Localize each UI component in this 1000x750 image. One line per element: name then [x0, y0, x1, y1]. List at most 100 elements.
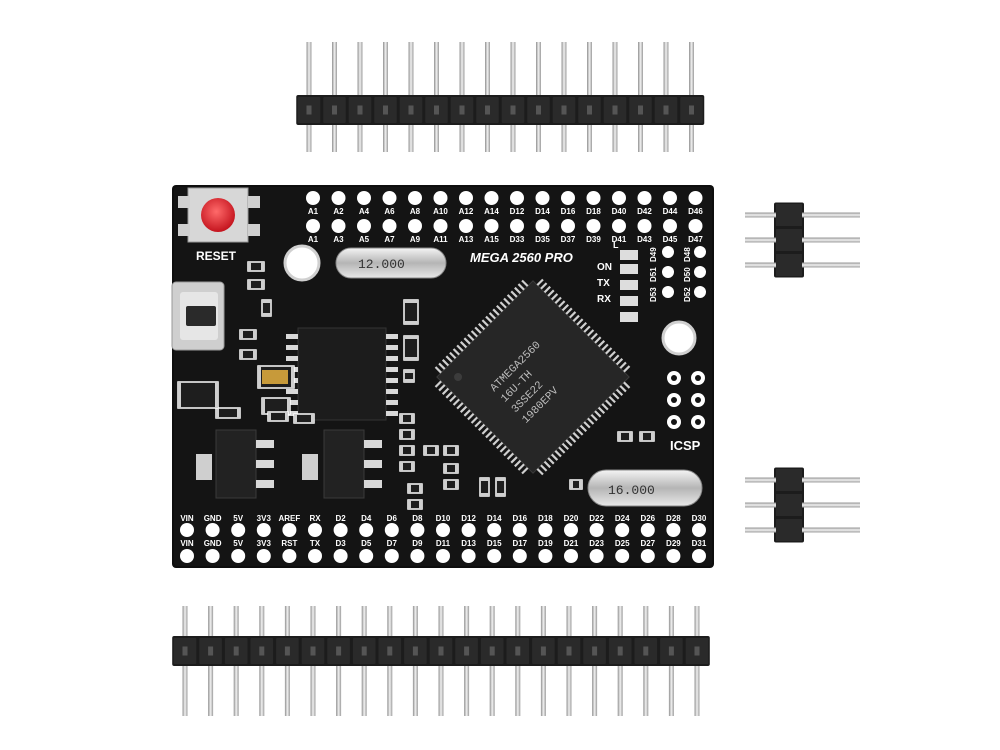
- bottom-pin-label: D3: [335, 539, 346, 548]
- bottom-pin-label: D24: [615, 514, 630, 523]
- top-pin-label: A11: [433, 235, 448, 244]
- top-pin-label: A4: [359, 207, 370, 216]
- bottom-pin-header: [172, 606, 710, 716]
- svg-text:D53: D53: [649, 287, 658, 302]
- bottom-pin-label: D26: [640, 514, 655, 523]
- bottom-pin-label: D17: [512, 539, 527, 548]
- top-pin-label: A6: [384, 207, 395, 216]
- bottom-pin-label: D22: [589, 514, 604, 523]
- top-pin-label: D18: [586, 207, 601, 216]
- top-pin-label: D46: [688, 207, 703, 216]
- top-pin-label: A10: [433, 207, 448, 216]
- top-pin-label: D40: [612, 207, 627, 216]
- led-label-l: L: [613, 240, 619, 250]
- bottom-pin-label: D12: [461, 514, 476, 523]
- svg-text:D50: D50: [683, 267, 692, 282]
- top-pin-label: A2: [333, 207, 344, 216]
- bottom-pin-label: RX: [309, 514, 321, 523]
- reset-label: RESET: [196, 249, 237, 263]
- top-pin-label: A15: [484, 235, 499, 244]
- smd-components: [177, 261, 655, 510]
- led-label-tx: TX: [597, 278, 610, 289]
- bottom-pin-label: D15: [487, 539, 502, 548]
- top-pin-label: D16: [561, 207, 576, 216]
- bottom-pin-label: D4: [361, 514, 372, 523]
- reset-button: [178, 187, 260, 243]
- bottom-pin-label: D28: [666, 514, 681, 523]
- top-pin-header: [296, 42, 705, 152]
- mounting-hole: [661, 320, 697, 356]
- bottom-pin-label: D11: [436, 539, 451, 548]
- top-pin-label: D44: [663, 207, 678, 216]
- top-pin-label: A14: [484, 207, 499, 216]
- bottom-pin-label: D29: [666, 539, 681, 548]
- smd-part: [403, 299, 419, 325]
- top-pin-label: D14: [535, 207, 550, 216]
- bottom-pin-label: D30: [692, 514, 707, 523]
- top-pin-label: D37: [561, 235, 576, 244]
- bottom-holes: [180, 523, 706, 563]
- top-pin-label: D43: [637, 235, 652, 244]
- bottom-pin-label: GND: [204, 514, 222, 523]
- top-pin-label: A5: [359, 235, 370, 244]
- icsp-header-pads: [667, 371, 705, 429]
- small-pin-header-lower: [745, 467, 860, 543]
- icsp-label: ICSP: [670, 438, 701, 453]
- bottom-pin-label: D5: [361, 539, 372, 548]
- top-pin-label: A9: [410, 235, 421, 244]
- top-pin-label: A13: [459, 235, 474, 244]
- bottom-pin-label: 5V: [233, 514, 243, 523]
- crystal-12mhz-label: 12.000: [358, 257, 405, 272]
- bottom-pin-label: D10: [436, 514, 451, 523]
- bottom-pin-label: D21: [564, 539, 579, 548]
- bottom-pin-label: D2: [335, 514, 346, 523]
- top-pin-labels: A1A1A2A3A4A5A6A7A8A9A10A11A12A13A14A15D1…: [308, 207, 704, 244]
- bottom-pin-label: D18: [538, 514, 553, 523]
- smd-part: [177, 381, 219, 409]
- top-pin-label: D41: [612, 235, 627, 244]
- top-pin-label: A3: [333, 235, 344, 244]
- bottom-pin-label: D27: [640, 539, 655, 548]
- led-label-on: ON: [597, 262, 612, 273]
- pcb-board: A1A1A2A3A4A5A6A7A8A9A10A11A12A13A14A15D1…: [171, 185, 714, 568]
- bottom-pin-label: 5V: [233, 539, 243, 548]
- top-pin-label: D33: [510, 235, 525, 244]
- bottom-pin-label: VIN: [180, 539, 194, 548]
- top-holes: [306, 191, 703, 233]
- bottom-pin-label: D7: [387, 539, 398, 548]
- micro-usb-port: [171, 281, 225, 351]
- crystal-16mhz: 16.000: [587, 469, 703, 507]
- top-pin-label: D47: [688, 235, 703, 244]
- led-label-rx: RX: [597, 294, 611, 305]
- usb-serial-chip: [286, 327, 398, 421]
- crystal-12mhz: 12.000: [335, 247, 447, 279]
- top-pin-label: D35: [535, 235, 550, 244]
- atmega2560-chip: ATMEGA2560 16U-TH 3SSE22 1980EPV: [434, 278, 631, 476]
- reset-button-cap: [201, 198, 235, 232]
- bottom-pin-label: D23: [589, 539, 604, 548]
- small-pin-header-upper: [745, 202, 860, 278]
- bottom-pin-label: D6: [387, 514, 398, 523]
- svg-text:D48: D48: [683, 247, 692, 262]
- top-pin-label: A1: [308, 235, 319, 244]
- bottom-pin-label: D14: [487, 514, 502, 523]
- smd-part: [215, 407, 241, 419]
- bottom-pin-label: D20: [564, 514, 579, 523]
- smd-part: [262, 370, 288, 384]
- voltage-regulator-2: [302, 429, 382, 499]
- top-pin-label: A12: [459, 207, 474, 216]
- svg-text:D51: D51: [649, 267, 658, 282]
- top-pin-label: D39: [586, 235, 601, 244]
- top-pin-label: A8: [410, 207, 421, 216]
- bottom-pin-label: VIN: [180, 514, 194, 523]
- voltage-regulator-1: [196, 429, 274, 499]
- top-pin-label: A7: [384, 235, 395, 244]
- bottom-pin-label: AREF: [279, 514, 301, 523]
- smd-part: [403, 335, 419, 361]
- bottom-pin-label: RST: [281, 539, 297, 548]
- right-column-labels: D49 D51 D53 D48 D50 D52: [649, 246, 706, 302]
- bottom-pin-label: D19: [538, 539, 553, 548]
- bottom-pin-label: GND: [204, 539, 222, 548]
- top-pin-label: D12: [510, 207, 525, 216]
